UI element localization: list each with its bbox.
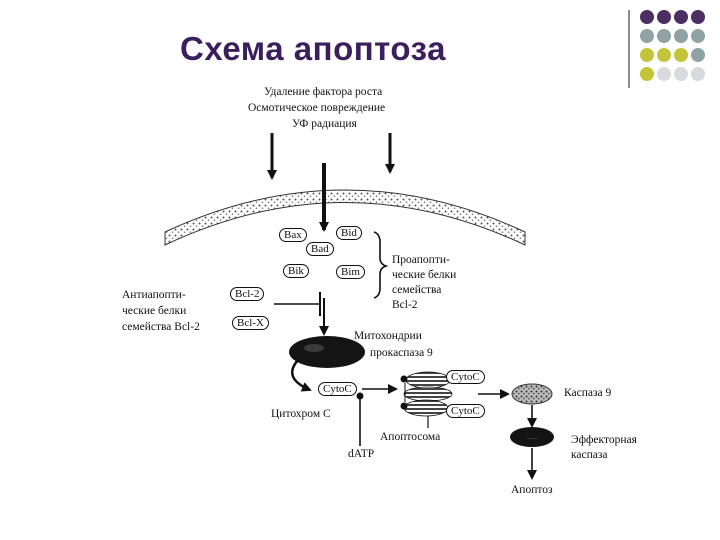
cytoc-release-arrow — [290, 359, 312, 392]
apoptosome-upper — [405, 371, 451, 389]
effector-blob-text: ····· — [527, 436, 537, 442]
protein-bclx: Bcl-X — [232, 316, 269, 330]
apoptosome-label: Апоптосома — [380, 431, 441, 443]
apoptosome-dot-top — [400, 375, 408, 383]
decor-dot-grid — [640, 10, 712, 106]
proapoptotic-label-line2: ческие белки — [392, 269, 457, 281]
protein-bcl2: Bcl-2 — [230, 287, 265, 301]
decor-dot — [657, 67, 671, 81]
antiapoptotic-label-line2: ческие белки — [122, 305, 187, 317]
caspase9-label: Каспаза 9 — [564, 387, 612, 399]
caspase9-blob — [511, 383, 553, 405]
decor-dot — [640, 10, 654, 24]
mitochondria-highlight — [304, 344, 324, 352]
decor-dot — [674, 29, 688, 43]
apoptosome-dot-bottom — [400, 402, 408, 410]
apoptosome-middle — [403, 386, 453, 402]
protein-bid: Bid — [336, 226, 362, 240]
decor-dot — [657, 10, 671, 24]
cytochrome-c-label: Цитохром C — [271, 408, 331, 420]
antiapoptotic-label-line1: Антиапопти- — [122, 289, 186, 301]
decor-dot — [657, 48, 671, 62]
stimulus-uv: УФ радиация — [292, 118, 357, 130]
proapoptotic-label-line1: Проапопти- — [392, 254, 450, 266]
decor-dot — [691, 48, 705, 62]
proapoptotic-brace — [373, 231, 389, 299]
procaspase9-label: прокаспаза 9 — [370, 347, 433, 359]
antiapoptotic-label-line3: семейства Bcl-2 — [122, 321, 200, 333]
effector-caspase-label-line1: Эффекторная — [571, 434, 637, 446]
stimulus-growth-factor: Удаление фактора роста — [264, 86, 383, 98]
decor-dot — [674, 67, 688, 81]
decor-dot — [640, 48, 654, 62]
effector-caspase-blob — [510, 427, 554, 447]
decor-dot — [657, 29, 671, 43]
cytoc-tag-top: CytoC — [446, 370, 485, 384]
protein-bik: Bik — [283, 264, 309, 278]
stimulus-osmotic: Осмотическое повреждение — [248, 102, 386, 114]
proapoptotic-label-line4: Bcl-2 — [392, 299, 418, 311]
apoptosis-label: Апоптоз — [511, 484, 553, 496]
cytoc-tag-bottom: CytoC — [446, 404, 485, 418]
mitochondria — [289, 336, 365, 368]
decor-dot — [674, 10, 688, 24]
datp-dot — [356, 392, 364, 400]
proapoptotic-label-line3: семейства — [392, 284, 442, 296]
decor-dot — [691, 10, 705, 24]
apoptosome-lower — [403, 399, 449, 417]
effector-caspase-label-line2: каспаза — [571, 449, 608, 461]
decor-dot — [640, 67, 654, 81]
cytoc-tag-free: CytoC — [318, 382, 357, 396]
decor-dot — [691, 29, 705, 43]
decor-dot — [674, 48, 688, 62]
decor-divider — [628, 10, 630, 88]
datp-label: dATP — [348, 448, 375, 460]
protein-bax: Bax — [279, 228, 307, 242]
decor-dot — [640, 29, 654, 43]
protein-bad: Bad — [306, 242, 334, 256]
protein-bim: Bim — [336, 265, 365, 279]
slide-title: Схема апоптоза — [180, 30, 446, 67]
cell-membrane — [164, 189, 526, 246]
mitochondria-label: Митохондрии — [354, 330, 422, 342]
decor-dot — [691, 67, 705, 81]
